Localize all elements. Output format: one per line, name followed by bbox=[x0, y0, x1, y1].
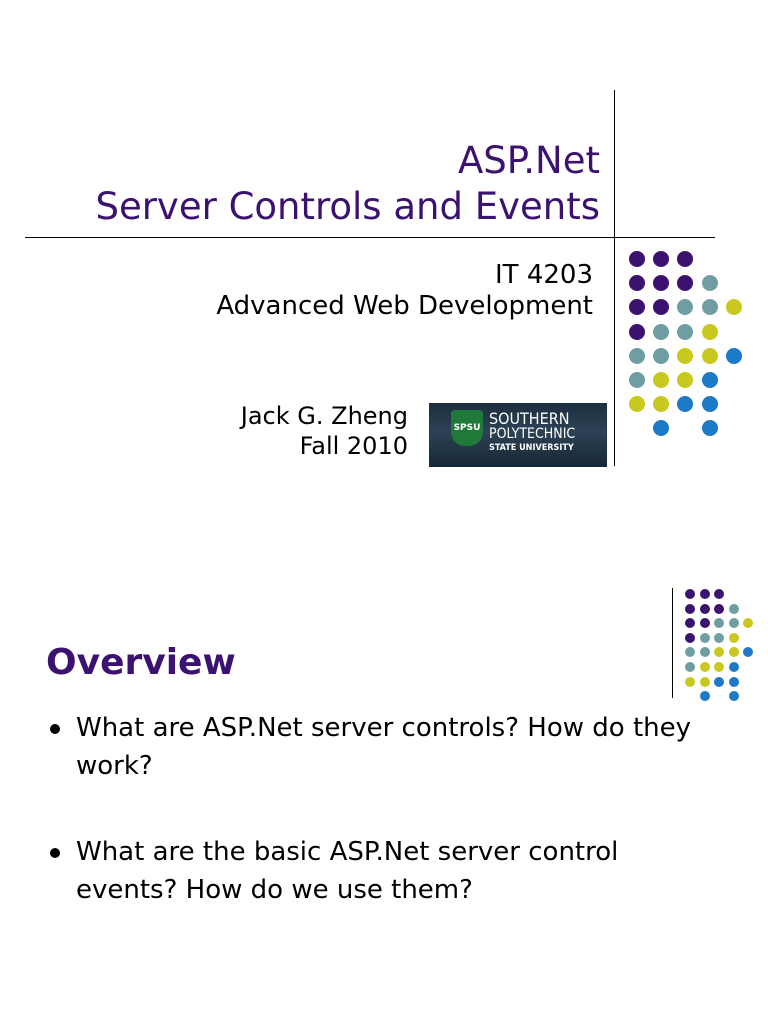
bullet-text: What are ASP.Net server controls? How do… bbox=[76, 713, 691, 781]
decorative-dot-icon bbox=[743, 647, 754, 658]
decorative-dot-icon bbox=[677, 372, 694, 388]
list-item: What are the basic ASP.Net server contro… bbox=[46, 833, 716, 909]
decorative-dot-icon bbox=[653, 251, 670, 267]
decorative-dot-icon bbox=[685, 618, 695, 629]
decorative-dot-icon bbox=[685, 589, 695, 599]
decorative-dot-icon bbox=[653, 299, 670, 316]
decorative-dot-icon bbox=[653, 347, 670, 364]
decorative-dot-icon bbox=[728, 647, 739, 658]
decorative-dot-icon bbox=[714, 676, 725, 687]
decorative-dot-icon bbox=[629, 275, 645, 292]
logo-line-3: STATE UNIVERSITY bbox=[489, 443, 574, 453]
decorative-dot-icon bbox=[699, 618, 710, 629]
decorative-dot-icon bbox=[714, 662, 725, 672]
vertical-rule bbox=[672, 588, 673, 698]
title-line-2: Server Controls and Events bbox=[95, 185, 600, 228]
decorative-dot-icon bbox=[677, 347, 694, 364]
course-code: IT 4203 bbox=[495, 260, 593, 290]
decorative-dot-icon bbox=[653, 372, 670, 388]
slide-title: Overview bbox=[46, 642, 236, 683]
course-name: Advanced Web Development bbox=[216, 291, 593, 321]
decorative-dot-icon bbox=[685, 603, 695, 614]
decorative-dot-icon bbox=[699, 691, 710, 702]
overview-slide: Overview What are ASP.Net server control… bbox=[0, 512, 768, 1024]
decorative-dot-icon bbox=[685, 647, 695, 658]
decorative-dot-icon bbox=[653, 323, 670, 340]
decorative-dot-icon bbox=[728, 632, 739, 643]
decorative-dot-icon bbox=[714, 632, 725, 643]
decorative-dot-icon bbox=[653, 420, 670, 437]
decorative-dot-icon bbox=[699, 589, 710, 599]
title-line-1: ASP.Net bbox=[457, 139, 600, 182]
decorative-dot-icon bbox=[653, 275, 670, 292]
decorative-dot-icon bbox=[725, 347, 742, 364]
decorative-dot-icon bbox=[701, 347, 718, 364]
decorative-dot-icon bbox=[685, 632, 695, 643]
decorative-dot-icon bbox=[701, 275, 718, 292]
decorative-dot-icon bbox=[629, 251, 645, 267]
horizontal-rule bbox=[25, 237, 715, 238]
decorative-dot-icon bbox=[629, 347, 645, 364]
decorative-dot-icon bbox=[699, 603, 710, 614]
decorative-dot-icon bbox=[701, 299, 718, 316]
decorative-dot-icon bbox=[699, 676, 710, 687]
decorative-dot-icon bbox=[701, 420, 718, 437]
decorative-dot-icon bbox=[701, 396, 718, 413]
vertical-rule bbox=[614, 90, 615, 466]
decorative-dot-icon bbox=[677, 396, 694, 413]
decorative-dot-icon bbox=[728, 618, 739, 629]
author-block: Jack G. Zheng Fall 2010 bbox=[241, 401, 408, 461]
bullet-icon bbox=[50, 848, 60, 858]
decorative-dot-icon bbox=[701, 323, 718, 340]
logo-line-1: SOUTHERN bbox=[489, 409, 570, 428]
decorative-dot-icon bbox=[653, 396, 670, 413]
decorative-dot-icon bbox=[629, 396, 645, 413]
course-info: IT 4203 Advanced Web Development bbox=[216, 260, 593, 322]
author-name: Jack G. Zheng bbox=[240, 402, 408, 430]
decorative-dot-icon bbox=[677, 299, 694, 316]
decorative-dot-icon bbox=[699, 662, 710, 672]
decorative-dot-icon bbox=[685, 662, 695, 672]
title-slide: ASP.Net Server Controls and Events IT 42… bbox=[25, 90, 742, 467]
bullet-icon bbox=[50, 724, 60, 734]
decorative-dot-icon bbox=[714, 589, 725, 599]
decorative-dot-icon bbox=[677, 275, 694, 292]
decorative-dot-icon bbox=[728, 691, 739, 702]
decorative-dot-icon bbox=[743, 618, 754, 629]
decorative-dot-icon bbox=[728, 662, 739, 672]
decorative-dot-icon bbox=[701, 372, 718, 388]
list-item: What are ASP.Net server controls? How do… bbox=[46, 709, 716, 785]
decorative-dot-icon bbox=[714, 603, 725, 614]
decorative-dot-icon bbox=[714, 647, 725, 658]
logo-line-2: POLYTECHNIC bbox=[489, 426, 576, 442]
university-logo: SPSU SOUTHERN POLYTECHNIC STATE UNIVERSI… bbox=[429, 403, 607, 467]
decorative-dot-icon bbox=[728, 603, 739, 614]
slide-title: ASP.Net Server Controls and Events bbox=[95, 138, 600, 230]
decorative-dot-icon bbox=[699, 647, 710, 658]
decorative-dot-icon bbox=[699, 632, 710, 643]
decorative-dot-icon bbox=[629, 323, 645, 340]
decorative-dot-icon bbox=[685, 676, 695, 687]
bullet-text: What are the basic ASP.Net server contro… bbox=[76, 837, 619, 905]
bullet-list: What are ASP.Net server controls? How do… bbox=[46, 709, 716, 957]
decorative-dot-icon bbox=[629, 372, 645, 388]
logo-seal-icon: SPSU bbox=[451, 410, 483, 446]
decorative-dot-icon bbox=[677, 251, 694, 267]
decorative-dot-icon bbox=[728, 676, 739, 687]
decorative-dot-icon bbox=[677, 323, 694, 340]
decorative-dot-icon bbox=[629, 299, 645, 316]
decorative-dot-icon bbox=[725, 299, 742, 316]
decorative-dot-icon bbox=[714, 618, 725, 629]
term: Fall 2010 bbox=[299, 432, 408, 460]
